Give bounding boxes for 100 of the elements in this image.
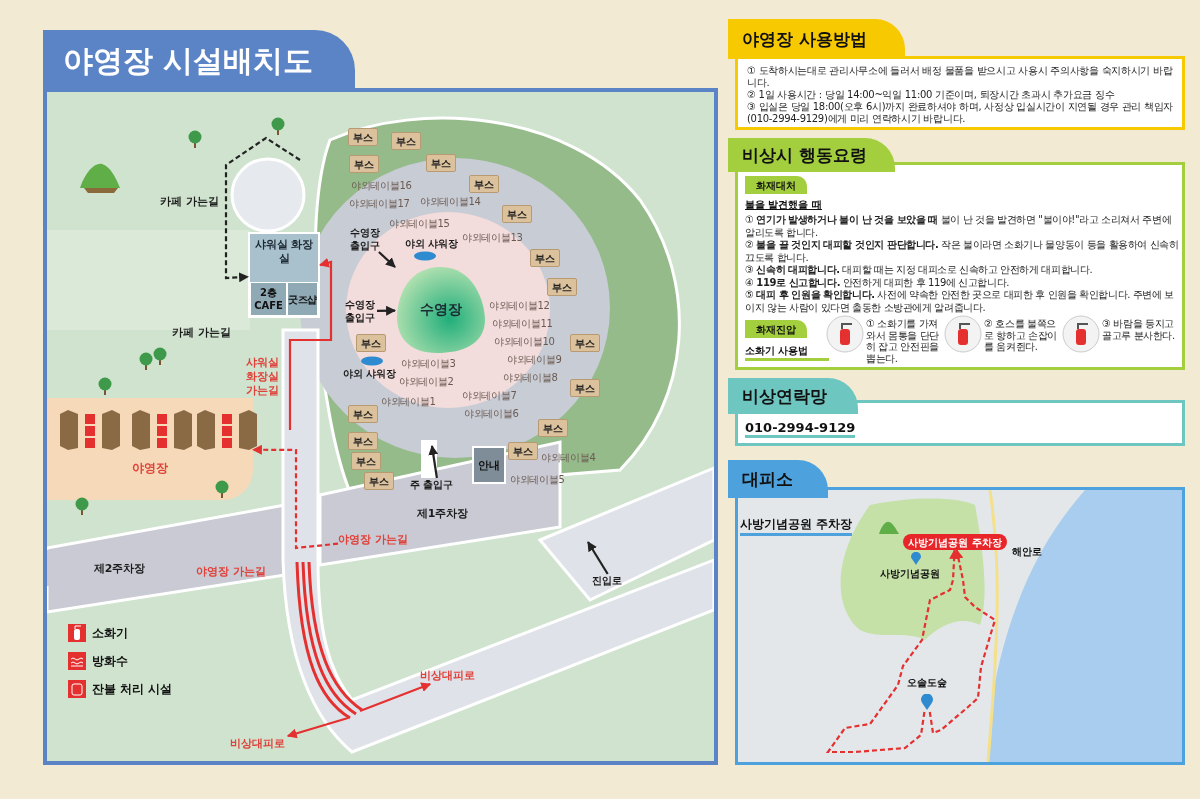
table-label: 야외테이블7	[462, 389, 517, 403]
instruction-text: ③ 입실은 당일 18:00(오후 6시)까지 완료하셔야 하며, 사정상 입실시간이 지연될 경우 관리 책임자(010-2994-9129)에게 미리 연락하시기 바랍니다.	[747, 101, 1175, 125]
dashed-arrow	[224, 136, 301, 283]
map-heading: 사방기념공원 주차장	[740, 516, 853, 536]
subheading: 소화기 사용법	[745, 344, 829, 361]
place-label: 사방기념공원	[880, 567, 940, 581]
booth-label: 부스	[352, 131, 374, 145]
table-label: 야외테이블17	[349, 197, 410, 211]
evacuation-route-label: 비상대피로	[420, 668, 482, 684]
section-tab	[745, 320, 807, 338]
step-text: ③ 바람을 등지고 골고루 분사한다.	[1102, 318, 1176, 341]
building-box	[248, 232, 320, 318]
booth-label: 부스	[368, 475, 390, 489]
instruction-text: ② 불을 끌 것인지 대피할 것인지 판단합니다. 작은 불이라면 소화기나 물양동이 등을 활용하여 신속히 끄도록 합니다.	[745, 239, 1179, 264]
entrance-label: 수영장 출입구	[343, 298, 377, 324]
instruction-text: ⑤ 대피 후 인원을 확인합니다. 사전에 약속한 안전한 곳으로 대피한 후 인원을 확인합니다. 주변에 보이지 않는 사람이 있다면 출동한 소방관에게 알려줍니다.	[745, 289, 1175, 314]
table-label: 야외테이블13	[462, 231, 523, 245]
table-label: 야외테이블1	[381, 395, 436, 409]
arrow	[428, 445, 439, 479]
parking-label: 제1주차장	[415, 506, 470, 521]
booth-label: 부스	[534, 252, 556, 266]
cafe-label: 2층 CAFE	[253, 286, 284, 312]
route-label: 야영장 가는길	[338, 532, 420, 547]
arrow	[587, 541, 609, 575]
table-label: 야외테이블5	[510, 473, 565, 487]
booth	[391, 132, 421, 150]
instruction-text: ④ 119로 신고합니다. 안전하게 대피한 후 119에 신고합니다.	[745, 276, 1010, 289]
place-marker	[905, 676, 949, 712]
pool-label: 수영장	[419, 301, 463, 319]
table-label: 야외테이블2	[399, 375, 454, 389]
place-label: 오솔도숲	[906, 676, 948, 690]
table-label: 야외테이블3	[401, 357, 456, 371]
route-label: 카페 가는길	[160, 194, 219, 209]
heading-tab: 야영장 사용방법	[728, 19, 905, 59]
booth	[502, 205, 532, 223]
instruction-text: ② 1일 사용시간 : 당일 14:00~익일 11:00 기준이며, 퇴장시간 초과시 추가요금 징수	[747, 89, 1115, 101]
booth-label: 부스	[352, 435, 374, 449]
facility-label: 야외 샤워장	[405, 237, 459, 251]
building-label: 샤워실 화장실	[253, 238, 315, 266]
booth	[348, 128, 378, 146]
road-label: 진입로	[592, 574, 632, 588]
booth-label: 부스	[360, 337, 382, 351]
entrance-label: 수영장 출입구	[348, 226, 382, 252]
campsite-label: 야영장	[131, 460, 169, 477]
booth-label: 부스	[353, 158, 375, 172]
info-building	[472, 446, 506, 484]
shop-label: 굿즈샵	[287, 293, 318, 307]
heading-tab: 비상연락망	[728, 378, 858, 414]
facility-label: 야외 샤워장	[343, 367, 397, 381]
booth	[351, 452, 381, 470]
phone-number: 010-2994-9129	[745, 420, 856, 438]
destination-label: 사방기념공원 주차장	[907, 536, 1003, 550]
table-label: 야외테이블15	[389, 217, 450, 231]
destination-badge	[903, 534, 1007, 550]
shop-box	[287, 282, 318, 316]
booth	[547, 278, 577, 296]
instruction-text: ① 도착하시는대로 관리사무소에 들러서 배정 물품을 받으시고 사용시 주의사항을 숙지하시기 바랍니다.	[747, 65, 1174, 89]
step-text: ① 소화기를 가져와서 몸통을 단단히 잡고 안전핀을 뽑는다.	[866, 318, 940, 364]
swimming-pool	[395, 265, 487, 355]
booth-label: 부스	[574, 337, 596, 351]
table-label: 야외테이블11	[492, 317, 553, 331]
booth-label: 부스	[574, 382, 596, 396]
booth	[508, 442, 538, 460]
road-label: 해안로	[1012, 545, 1042, 559]
heading-tab: 비상시 행동요령	[728, 138, 895, 172]
section-tab	[745, 176, 807, 194]
booth	[426, 154, 456, 172]
booth-label: 부스	[352, 408, 374, 422]
instruction-text: ③ 신속히 대피합니다. 대피할 때는 지정 대피소로 신속하고 안전하게 대피합니다.	[745, 264, 1093, 277]
arrow	[377, 305, 396, 316]
table-label: 야외테이블9	[507, 353, 562, 367]
booth-label: 부스	[512, 445, 534, 459]
parking-label: 제2주차장	[92, 561, 147, 576]
subheading: 불을 발견했을 때	[745, 198, 823, 212]
step-text: ② 호스를 불쪽으로 향하고 손잡이를 움켜쥔다.	[984, 318, 1058, 353]
table-label: 야외테이블10	[494, 335, 555, 349]
legend-label: 소화기	[92, 625, 128, 642]
arrow	[378, 251, 396, 268]
booth-label: 부스	[473, 178, 495, 192]
heading-tab: 대피소	[728, 460, 828, 498]
booth	[538, 419, 568, 437]
arrow	[286, 716, 349, 739]
table-label: 야외테이블12	[489, 299, 550, 313]
booth	[349, 155, 379, 173]
entrance-label: 주 출입구	[410, 478, 466, 492]
dashed-arrow	[928, 549, 997, 735]
booth	[469, 175, 499, 193]
booth	[570, 334, 600, 352]
legend-label: 방화수	[92, 653, 128, 670]
booth	[356, 334, 386, 352]
booth-label: 부스	[551, 281, 573, 295]
booth-label: 부스	[355, 455, 377, 469]
instruction-text: ① 연기가 발생하거나 불이 난 것을 보았을 때 불이 난 것을 발견하면 "불이야!"라고 소리쳐서 주변에 알리도록 합니다.	[745, 214, 1173, 239]
table-label: 야외테이블14	[420, 195, 481, 209]
evacuation-route-label: 비상대피로	[230, 736, 292, 752]
table-label: 야외테이블8	[503, 371, 558, 385]
booth-label: 부스	[506, 208, 528, 222]
booth-label: 부스	[430, 157, 452, 171]
booth-label: 부스	[395, 135, 417, 149]
arrow	[359, 682, 432, 713]
